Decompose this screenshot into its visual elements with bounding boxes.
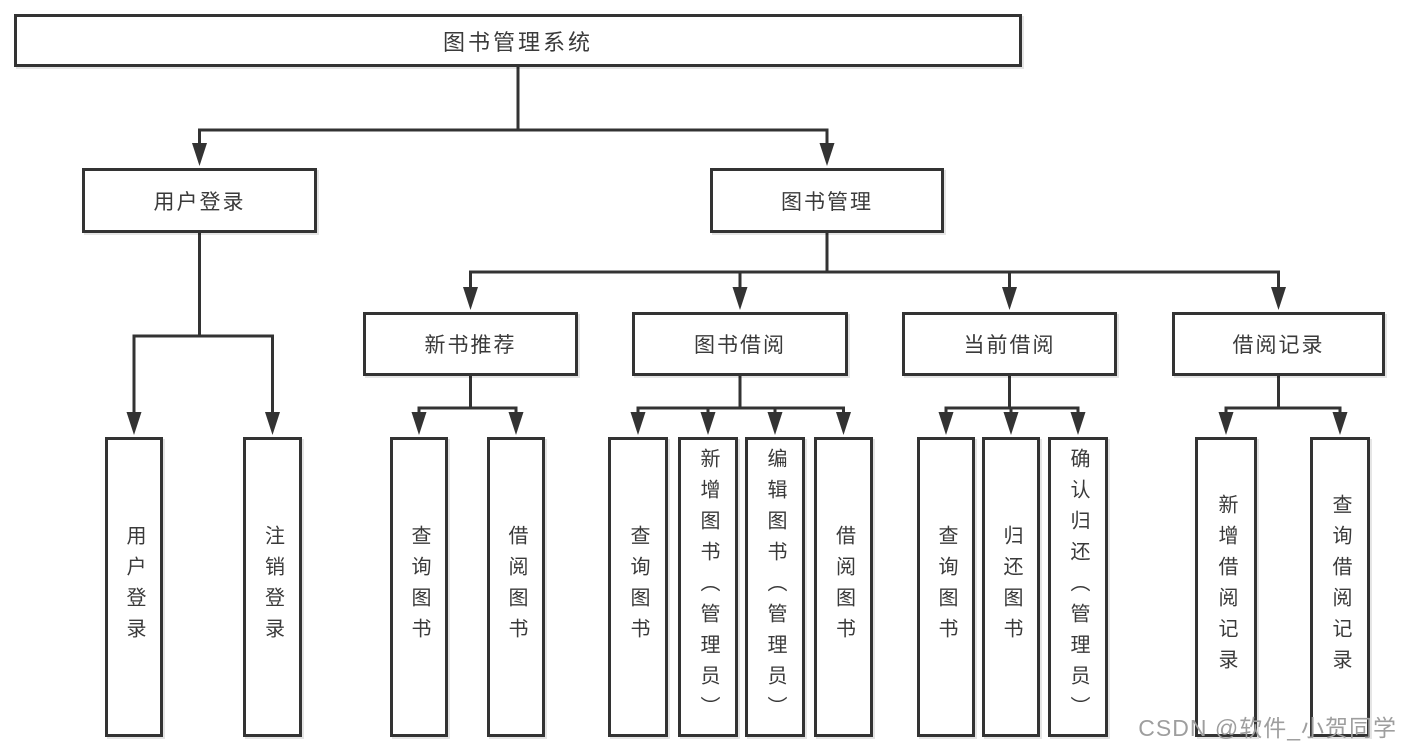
node-label-bb-query-books: 查询图书 [627,525,649,649]
node-current-borrow: 当前借阅 [902,312,1117,376]
node-label-new-book-rec: 新书推荐 [424,334,517,357]
arrowhead-icon [819,143,835,166]
node-book-mgmt: 图书管理 [710,168,944,233]
node-cb-confirm-return-admin: 确认归还（管理员） [1048,437,1108,737]
node-borrow-records: 借阅记录 [1172,312,1385,376]
node-label-login-leaf: 用户登录 [123,525,145,649]
node-label-nr-query-books: 查询图书 [408,525,430,649]
node-cb-return-books: 归还图书 [982,437,1040,737]
node-bb-borrow-books: 借阅图书 [814,437,873,737]
arrowhead-icon [508,412,524,435]
node-br-add-record: 新增借阅记录 [1195,437,1257,737]
arrowhead-icon [1002,287,1017,310]
node-root: 图书管理系统 [14,14,1022,67]
node-bb-edit-books-admin: 编辑图书（管理员） [745,437,805,737]
node-label-book-mgmt: 图书管理 [781,190,873,214]
node-label-logout-leaf: 注销登录 [261,525,284,649]
arrowhead-icon [938,412,954,435]
arrowhead-icon [836,412,851,435]
node-label-root: 图书管理系统 [442,29,593,55]
node-br-query-record: 查询借阅记录 [1310,437,1370,737]
arrowhead-icon [192,143,207,166]
node-book-borrow: 图书借阅 [632,312,848,376]
node-label-br-add-record: 新增借阅记录 [1215,494,1237,680]
node-label-book-borrow: 图书借阅 [694,334,786,357]
arrowhead-icon [1332,412,1348,435]
node-label-bb-borrow-books: 借阅图书 [832,525,855,649]
node-bb-add-books-admin: 新增图书（管理员） [678,437,738,737]
node-label-bb-add-books-admin: 新增图书（管理员） [697,447,719,727]
node-cb-query-books: 查询图书 [917,437,975,737]
arrowhead-icon [1070,412,1086,435]
node-nr-borrow-books: 借阅图书 [487,437,545,737]
node-label-user-login: 用户登录 [153,190,246,214]
node-label-cb-return-books: 归还图书 [1000,525,1022,649]
node-new-book-rec: 新书推荐 [363,312,578,376]
node-logout-leaf: 注销登录 [243,437,302,737]
arrowhead-icon [630,412,646,435]
arrowhead-icon [1271,287,1286,310]
node-user-login: 用户登录 [82,168,317,233]
arrowhead-icon [126,412,142,435]
arrowhead-icon [1003,412,1019,435]
node-bb-query-books: 查询图书 [608,437,668,737]
arrowhead-icon [411,412,427,435]
arrowhead-icon [463,287,478,310]
node-login-leaf: 用户登录 [105,437,163,737]
node-label-nr-borrow-books: 借阅图书 [505,525,527,649]
arrowhead-icon [732,287,748,310]
node-nr-query-books: 查询图书 [390,437,448,737]
arrowhead-icon [767,412,783,435]
arrowhead-icon [1218,412,1234,435]
node-label-cb-query-books: 查询图书 [935,525,957,649]
arrowhead-icon [700,412,716,435]
arrowhead-icon [265,412,280,435]
node-label-cb-confirm-return-admin: 确认归还（管理员） [1067,447,1089,727]
node-label-br-query-record: 查询借阅记录 [1329,494,1351,680]
node-label-borrow-records: 借阅记录 [1232,334,1325,357]
watermark: CSDN @软件_小贺同学 [1138,715,1397,741]
node-label-bb-edit-books-admin: 编辑图书（管理员） [764,447,786,727]
node-label-current-borrow: 当前借阅 [963,334,1056,357]
